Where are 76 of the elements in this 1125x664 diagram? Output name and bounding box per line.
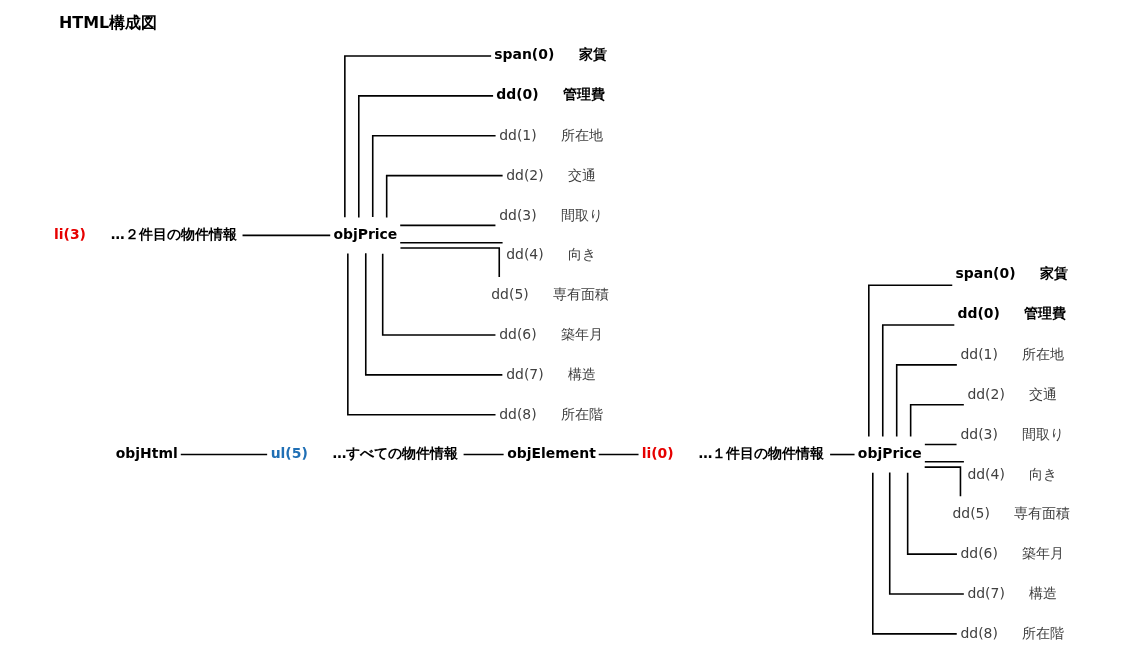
node-label: 所在地 xyxy=(1021,346,1064,363)
connector xyxy=(906,472,958,555)
node-text: li(0) xyxy=(641,444,674,461)
connector xyxy=(888,471,965,595)
node-text: dd(1) xyxy=(959,346,998,363)
connector xyxy=(179,453,268,456)
node-text: dd(1) xyxy=(498,126,537,143)
node-label: 家賃 xyxy=(578,46,607,63)
node-text: dd(0) xyxy=(956,305,1000,322)
node-label: 専有面積 xyxy=(1013,505,1070,522)
node-text: dd(3) xyxy=(498,206,537,223)
node-label: 管理費 xyxy=(1023,305,1066,322)
node-text: objElement xyxy=(506,444,596,461)
node-label: 所在階 xyxy=(560,405,603,422)
node-label: …２件目の物件情報 xyxy=(110,225,237,242)
node-text: dd(7) xyxy=(966,585,1005,602)
connector xyxy=(385,174,503,219)
connector xyxy=(462,453,504,456)
connector xyxy=(381,252,496,336)
node-label: 築年月 xyxy=(1021,545,1064,562)
node-label: 管理費 xyxy=(562,86,605,103)
connector xyxy=(357,95,494,219)
node-text: dd(4) xyxy=(505,246,544,263)
node-text: li(3) xyxy=(53,225,86,242)
node-text: dd(2) xyxy=(505,166,544,183)
node-label: 間取り xyxy=(1021,425,1064,442)
node-text: dd(6) xyxy=(498,326,537,343)
connector xyxy=(828,453,855,456)
node-label: 所在階 xyxy=(1021,625,1064,642)
connector xyxy=(923,466,961,497)
node-text: dd(2) xyxy=(966,385,1005,402)
connector xyxy=(371,134,496,218)
node-text: span(0) xyxy=(493,46,554,63)
node-label: 築年月 xyxy=(560,326,603,343)
node-label: 構造 xyxy=(567,366,596,383)
connector xyxy=(895,364,958,438)
connector xyxy=(923,443,957,446)
node-label: 向き xyxy=(567,246,596,263)
connector xyxy=(597,453,639,456)
node-text: dd(8) xyxy=(959,625,998,642)
connector xyxy=(398,241,503,244)
node-text: span(0) xyxy=(954,265,1016,282)
node-text: ul(5) xyxy=(270,444,308,461)
node-label: 交通 xyxy=(1028,385,1057,402)
node-text: dd(6) xyxy=(959,545,998,562)
connector xyxy=(398,224,496,227)
connector xyxy=(871,471,958,635)
connector xyxy=(923,461,965,463)
node-text: dd(7) xyxy=(505,366,544,383)
node-text: dd(3) xyxy=(959,425,998,442)
diagram-title: HTML構成図 xyxy=(58,12,157,32)
node-label: …１件目の物件情報 xyxy=(697,444,824,461)
node-label: 向き xyxy=(1028,465,1057,482)
node-label: 専有面積 xyxy=(552,286,609,303)
connector xyxy=(343,55,492,218)
node-label: …すべての物件情報 xyxy=(331,444,458,461)
node-text: objPrice xyxy=(857,444,922,461)
node-label: 交通 xyxy=(567,166,596,183)
node-label: 所在地 xyxy=(560,126,603,143)
node-label: 構造 xyxy=(1028,585,1057,602)
node-text: objHtml xyxy=(115,444,178,461)
connector xyxy=(364,252,503,376)
node-text: objPrice xyxy=(332,225,397,242)
node-text: dd(8) xyxy=(498,405,537,422)
node-text: dd(0) xyxy=(495,86,539,103)
connector xyxy=(399,247,500,278)
connector xyxy=(346,252,496,416)
node-text: dd(5) xyxy=(490,286,529,303)
connector xyxy=(867,284,953,438)
node-text: dd(5) xyxy=(951,505,990,522)
node-text: dd(4) xyxy=(966,465,1005,482)
node-label: 間取り xyxy=(560,206,603,223)
node-label: 家賃 xyxy=(1039,265,1068,282)
connector xyxy=(909,403,965,438)
connector xyxy=(881,324,955,438)
connector xyxy=(241,234,331,237)
